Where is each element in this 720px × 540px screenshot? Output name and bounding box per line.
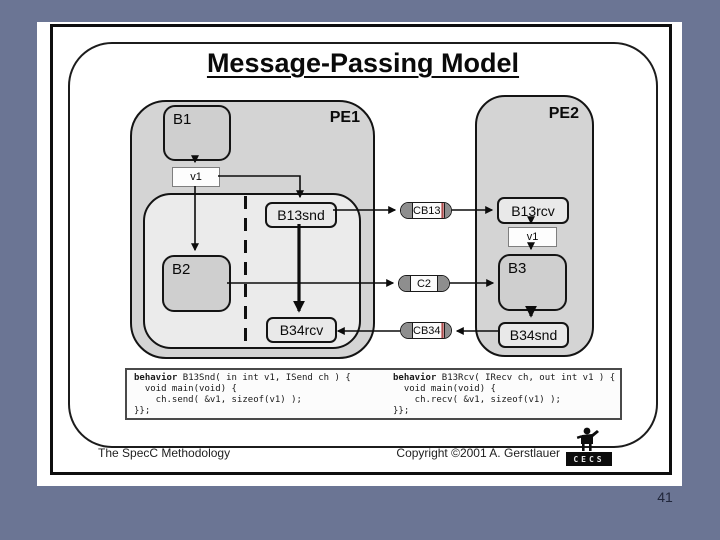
code-left-line3: ch.send( &v1, sizeof(v1) ); xyxy=(134,395,302,405)
channel-cb13: CB13 xyxy=(400,202,452,219)
channel-cb34-left-cap xyxy=(401,323,413,338)
channel-cb13-stripe xyxy=(440,203,444,218)
cecs-logo-icon xyxy=(576,427,599,451)
slide-title: Message-Passing Model xyxy=(206,48,520,78)
channel-cb34-stripe xyxy=(440,323,444,338)
pe2-label: PE2 xyxy=(548,105,579,122)
variable-v1-pe1-label: v1 xyxy=(190,171,202,183)
code-snippet-box: behavior B13Snd( in int v1, ISend ch ) {… xyxy=(125,368,622,420)
block-b34rcv-label: B34rcv xyxy=(279,322,324,338)
channel-c2-right-cap xyxy=(437,276,449,291)
variable-v1-pe1: v1 xyxy=(172,167,220,187)
block-b13rcv: B13rcv xyxy=(497,197,569,224)
block-b13snd-label: B13snd xyxy=(277,207,325,223)
channel-c2-label: C2 xyxy=(411,276,437,291)
channel-cb13-label: CB13 xyxy=(413,203,441,218)
channel-cb13-right-cap xyxy=(443,203,451,218)
channel-c2: C2 xyxy=(398,275,450,292)
channel-cb34-label: CB34 xyxy=(413,323,441,338)
block-b3-label: B3 xyxy=(508,260,527,277)
block-b34snd: B34snd xyxy=(498,322,569,348)
code-left-line2: void main(void) { xyxy=(134,384,237,394)
cecs-logo-text: CECS xyxy=(566,452,612,466)
channel-c2-left-cap xyxy=(399,276,411,291)
code-b13snd: behavior B13Snd( in int v1, ISend ch ) {… xyxy=(127,370,386,418)
code-left-keyword: behavior xyxy=(134,373,178,383)
block-b2-label: B2 xyxy=(172,261,191,278)
dashed-separator xyxy=(244,196,247,343)
code-left-signature: B13Snd( in int v1, ISend ch ) { xyxy=(177,373,351,383)
code-right-line2: void main(void) { xyxy=(393,384,496,394)
code-right-line3: ch.recv( &v1, sizeof(v1) ); xyxy=(393,395,561,405)
channel-cb34: CB34 xyxy=(400,322,452,339)
code-right-keyword: behavior xyxy=(393,373,437,383)
block-b34rcv: B34rcv xyxy=(266,317,337,343)
code-left-line4: }}; xyxy=(134,406,151,416)
block-b1: B1 xyxy=(163,105,231,161)
block-b1-label: B1 xyxy=(173,111,192,128)
pe2-box: PE2 xyxy=(475,95,594,357)
code-b13rcv: behavior B13Rcv( IRecv ch, out int v1 ) … xyxy=(386,370,615,418)
block-b3: B3 xyxy=(498,254,567,311)
block-b13snd: B13snd xyxy=(265,202,337,228)
variable-v1-pe2: v1 xyxy=(508,227,557,247)
block-b34snd-label: B34snd xyxy=(509,327,558,343)
channel-cb13-left-cap xyxy=(401,203,413,218)
code-right-line4: }}; xyxy=(393,406,410,416)
footer-copyright-text: Copyright ©2001 A. Gerstlauer xyxy=(396,446,560,460)
variable-v1-pe2-label: v1 xyxy=(526,231,539,243)
footer-methodology-text: The SpecC Methodology xyxy=(98,446,231,460)
block-b13rcv-label: B13rcv xyxy=(511,202,555,219)
cecs-logo: CECS xyxy=(566,426,612,466)
slide-content-frame xyxy=(68,42,658,448)
slide-page-number: 41 xyxy=(657,489,673,505)
channel-cb34-right-cap xyxy=(443,323,451,338)
pe1-label: PE1 xyxy=(329,109,360,126)
block-b2: B2 xyxy=(162,255,231,312)
code-right-signature: B13Rcv( IRecv ch, out int v1 ) { xyxy=(436,373,616,383)
